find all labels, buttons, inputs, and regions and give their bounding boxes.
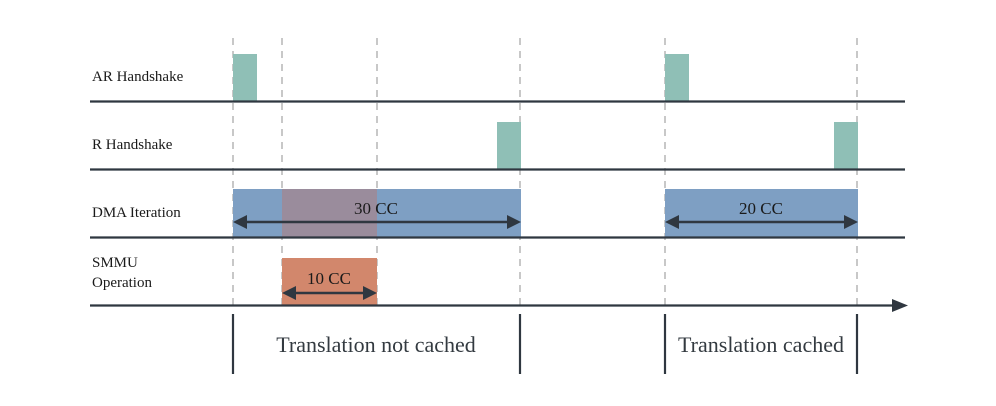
row-label-operation: Operation: [92, 275, 152, 291]
dma-cached-duration-arrow: [665, 215, 858, 229]
dma-uncached-duration-label: 30 CC: [354, 199, 398, 218]
time-axis: [90, 299, 908, 312]
row-label-ar-handshake: AR Handshake: [92, 69, 184, 85]
row-label-dma-iteration: DMA Iteration: [92, 205, 181, 221]
ar-handshake-pulse-1: [233, 54, 257, 101]
smmu-bar: [282, 258, 377, 305]
dma-bar-cached: [665, 189, 858, 237]
region-label-not-cached: Translation not cached: [276, 332, 476, 357]
dma-cached-duration-label: 20 CC: [739, 199, 783, 218]
dma-uncached-duration-arrow: [233, 215, 521, 229]
row-label-smmu: SMMU: [92, 255, 138, 271]
ar-handshake-pulse-2: [665, 54, 689, 101]
dma-smmu-overlap: [282, 189, 377, 237]
r-handshake-pulse-2: [834, 122, 858, 169]
r-handshake-pulse-1: [497, 122, 521, 169]
smmu-duration-arrow: [282, 286, 377, 300]
region-label-cached: Translation cached: [678, 332, 844, 357]
row-label-r-handshake: R Handshake: [92, 137, 173, 153]
smmu-duration-label: 10 CC: [307, 269, 351, 288]
time-axis-arrowhead: [892, 299, 908, 312]
